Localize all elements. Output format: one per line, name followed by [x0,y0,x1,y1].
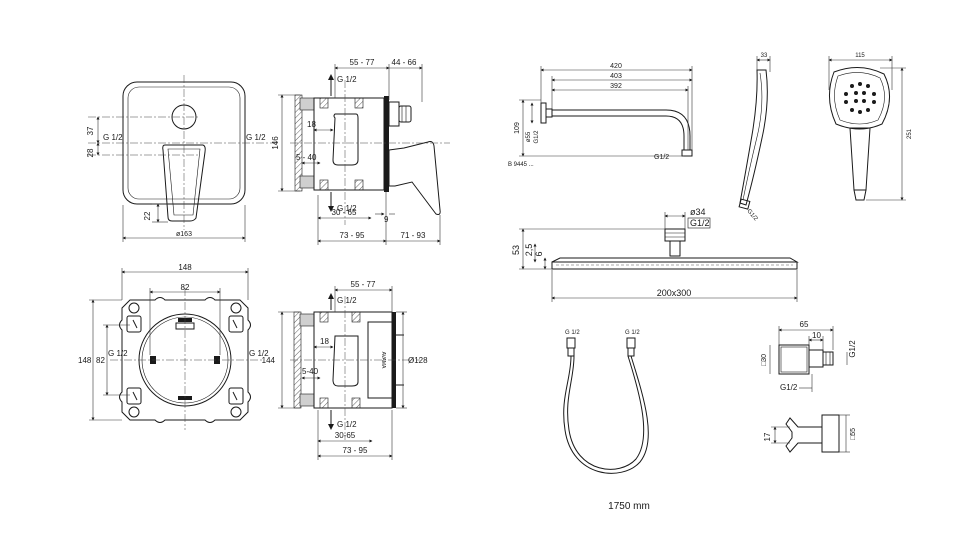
label-g-left: G 1/2 [108,349,128,358]
label-g-bottom-box: G 1/2 [337,420,357,429]
dim-33: 33 [761,53,768,59]
mixer-lever [162,144,206,222]
dim-144: 144 [262,356,276,365]
mixer-side-view: 55 - 77 44 - 66 G 1/2 G 1/2 146 18 5 - 4… [271,58,450,245]
wall-flange [540,102,547,124]
elbow-plate [778,344,810,375]
label-g-top-box: G 1/2 [337,296,357,305]
dim-5-40-box: 5-40 [302,367,319,376]
dim-dia-163: ø163 [176,231,192,238]
dim-251: 251 [907,128,913,139]
arm-pipe [552,109,691,150]
side-lever [388,141,441,215]
mixer-front-view: 37 28 22 ø163 G 1/2 G 1/2 [86,75,280,242]
svg-text:AVAMA: AVAMA [380,352,386,369]
label-g-left: G 1/2 [103,133,123,142]
holder-cradle [785,417,822,453]
handshower-side-view: 33 G1/2 [738,53,771,223]
hose-view: G 1/2 G 1/2 1750 mm [563,330,650,512]
dim-148-top: 148 [178,263,192,272]
dim-dia-55: ø55 [526,131,532,142]
dim-18: 18 [307,120,316,129]
label-g-top: G 1/2 [337,75,357,84]
shower-arm-view: 420 403 392 109 ø55 G1/2 G1/2 B 9445 ... [508,63,693,168]
dim-420: 420 [610,63,622,70]
label-g-right: G 1/2 [246,133,266,142]
dim-10: 10 [812,331,821,340]
dim-2-5: 2,5 [524,244,534,257]
dim-5-40: 5 - 40 [296,153,317,162]
dim-82-left: 82 [96,356,105,365]
dim-g-rain: G1/2 [690,218,710,228]
label-g-bottom: G 1/2 [337,204,357,213]
dim-dia-128: Ø128 [408,356,428,365]
dim-22: 22 [143,211,152,220]
rain-head-view: ø34 G1/2 53 2,5 6 200x300 [511,207,799,302]
wall-elbow-view: 65 10 □30 G1/2 G1/2 [761,320,857,392]
box-front-view: 148 82 148 82 G 1/2 G 1/2 [78,263,269,430]
dim-g-hand: G1/2 [745,208,758,222]
dim-18-box: 18 [320,337,329,346]
head-plate [551,261,798,270]
dim-109: 109 [514,122,521,134]
label-g-end: G1/2 [654,154,669,161]
hose-nut-left [566,337,576,349]
dim-dia-34: ø34 [690,207,706,217]
dim-44-66: 44 - 66 [392,58,417,67]
hose-line [563,355,649,474]
mixer-body [313,97,385,191]
dim-82-top: 82 [181,283,190,292]
dim-9: 9 [384,215,389,224]
dim-30-65: 30 - 65 [332,208,357,217]
handshower-head [829,67,890,130]
dim-53: 53 [511,245,521,255]
dim-55-77: 55 - 77 [350,58,375,67]
dim-6: 6 [534,251,544,256]
dim-146: 146 [271,136,280,150]
dim-30-65-box: 30-65 [335,431,356,440]
hose-length: 1750 mm [608,501,650,512]
head-connector [664,228,686,242]
product-code: B 9445 ... [508,162,534,168]
dim-17: 17 [763,432,772,441]
mounting-bracket [119,297,251,423]
dim-37: 37 [86,126,95,135]
dim-g-bottom-elbow: G1/2 [780,383,798,392]
holder-plate [821,414,840,453]
dim-sq-30: □30 [761,354,768,366]
hose-nut-right [626,337,636,349]
handshower-front-view: 115 251 [828,53,913,201]
box-side-view: AVAMA 55 - 77 G 1/2 G 1/2 144 18 5-40 30… [262,280,428,460]
label-hose-g-right: G 1/2 [625,330,640,336]
dim-73-95-box: 73 - 95 [343,446,368,455]
dim-73-95: 73 - 95 [340,231,365,240]
dim-71-93: 71 - 93 [401,231,426,240]
dim-200x300: 200x300 [657,288,692,298]
dim-g-arm: G1/2 [534,130,540,144]
dim-115: 115 [855,53,865,59]
dim-sq-55: □55 [850,428,857,440]
label-hose-g-left: G 1/2 [565,330,580,336]
dim-65: 65 [800,320,809,329]
dim-392: 392 [610,83,622,90]
handshower-profile [739,69,768,206]
dim-28: 28 [86,148,95,157]
spray-nozzles [844,82,876,114]
handshower-grip [849,127,871,191]
dim-55-77-box: 55 - 77 [351,280,376,289]
dim-148-left: 148 [78,356,92,365]
label-g-right: G 1/2 [249,349,269,358]
head-plate-top [551,257,799,263]
dim-g-right-elbow: G1/2 [848,340,857,358]
holder-view: 17 □55 [763,414,857,453]
dim-403: 403 [610,73,622,80]
